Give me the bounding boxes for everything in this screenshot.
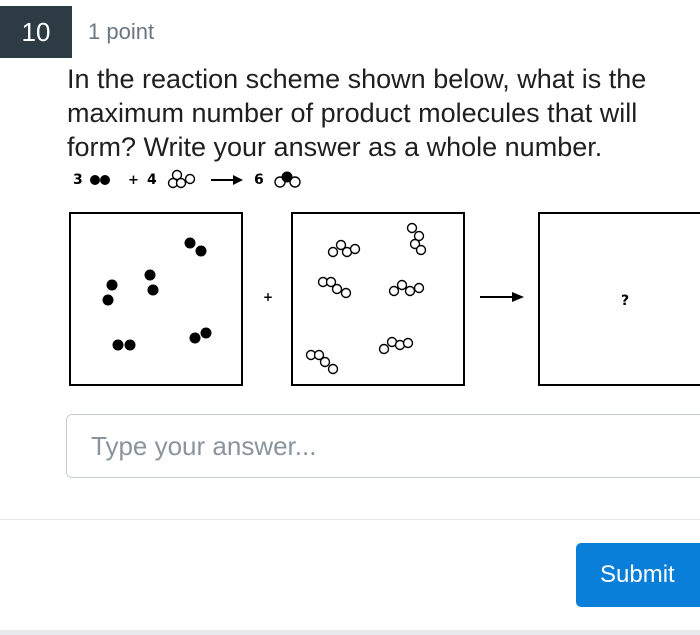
white-molecules — [305, 222, 427, 375]
reaction-equation: 3 + 4 6 — [73, 169, 301, 189]
bottom-border — [0, 630, 700, 635]
reaction-diagram: + ? — [69, 212, 700, 386]
submit-button[interactable]: Submit — [576, 543, 700, 607]
molecule-black-black — [90, 175, 110, 185]
answer-input[interactable] — [66, 414, 700, 478]
question-text: In the reaction scheme shown below, what… — [67, 64, 647, 162]
product-box — [538, 212, 700, 386]
diagram-plus: + — [263, 290, 273, 304]
question-number: 10 — [0, 6, 72, 58]
reactant-box-1 — [69, 212, 243, 386]
coef-reactant2: 4 — [147, 172, 157, 188]
coef-product: 6 — [254, 172, 264, 188]
molecule-product — [274, 171, 301, 188]
divider — [0, 519, 700, 520]
diagram-arrow-icon — [480, 292, 524, 302]
question-points: 1 point — [88, 19, 155, 44]
unknown-mark: ? — [621, 293, 629, 309]
arrow-icon — [211, 175, 243, 185]
black-molecules — [102, 237, 212, 351]
coef-reactant1: 3 — [73, 172, 83, 188]
molecule-white-white-white — [167, 169, 196, 189]
plus-sign: + — [128, 173, 139, 188]
